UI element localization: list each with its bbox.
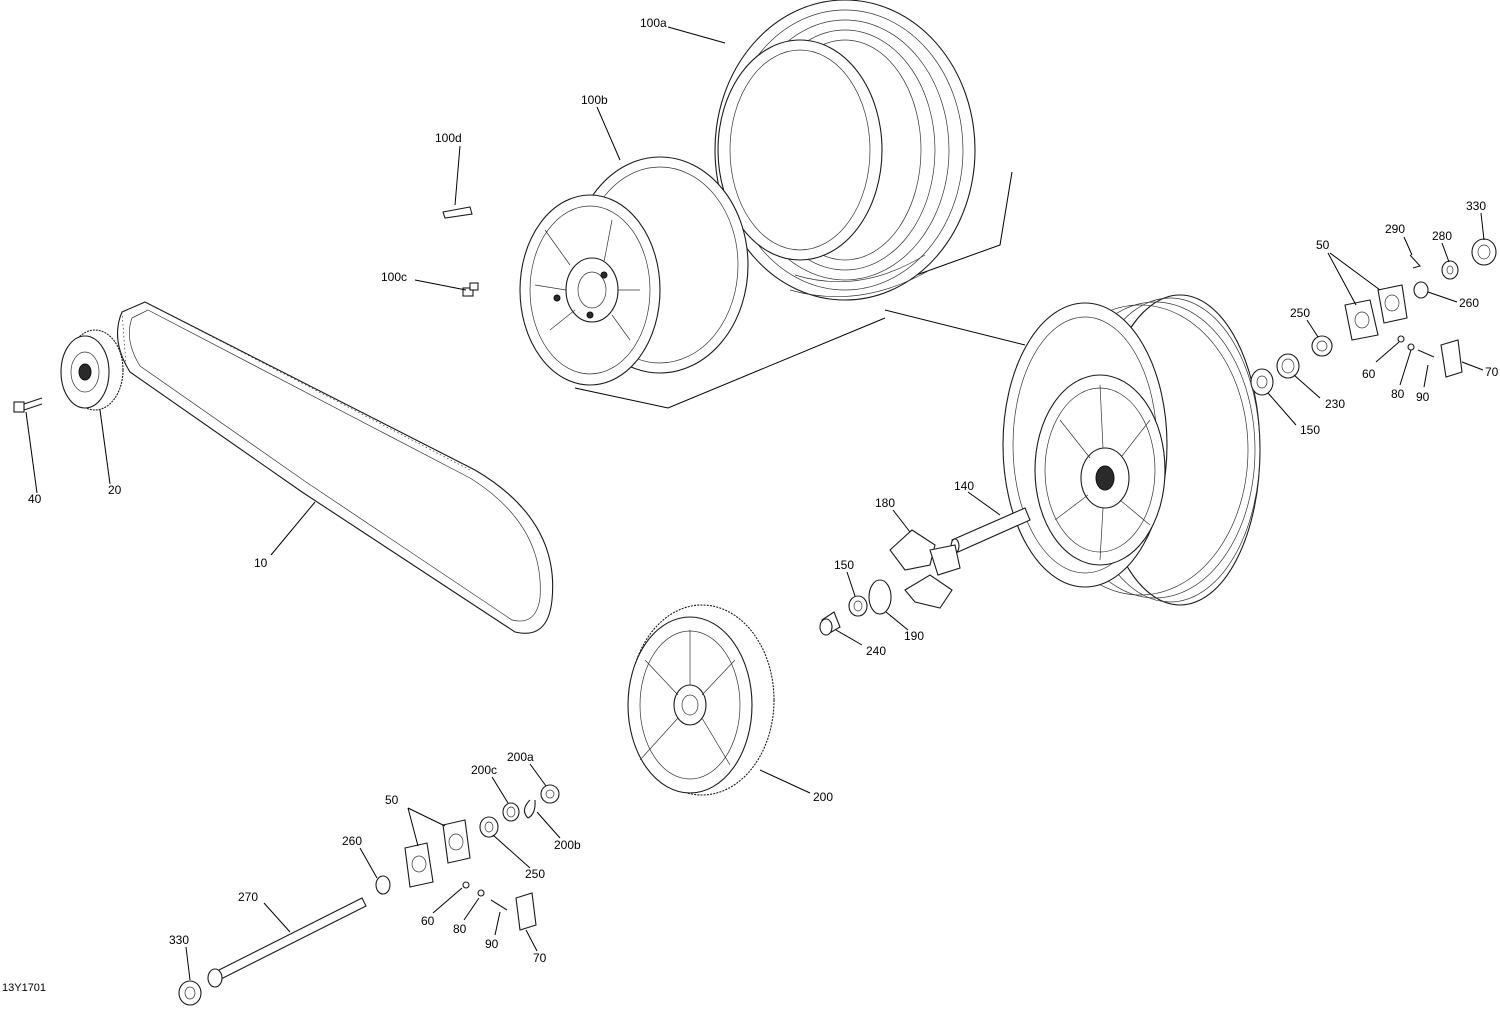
bearing-150-left [848, 595, 868, 617]
callout-90-right: 90 [1416, 390, 1430, 404]
valve-100d [442, 206, 473, 219]
ring-200c [502, 802, 520, 822]
callout-100c: 100c [381, 270, 407, 284]
spacer-250-left [479, 816, 499, 838]
callout-200a: 200a [507, 750, 534, 764]
screw-100c [462, 282, 479, 297]
small-parts-left [462, 881, 537, 931]
drawing-code: 13Y1701 [2, 982, 46, 994]
callout-330-left: 330 [169, 933, 189, 947]
callout-70-right: 70 [1485, 365, 1499, 379]
callout-40: 40 [28, 492, 42, 506]
callout-60-left: 60 [421, 914, 435, 928]
spacer-240 [819, 611, 841, 636]
bolt-40 [13, 397, 43, 413]
callout-150-left: 150 [834, 558, 854, 572]
callout-200c: 200c [471, 763, 497, 777]
washer-260-right [1413, 281, 1429, 299]
callout-90-left: 90 [485, 937, 499, 951]
callout-250-right: 250 [1290, 306, 1310, 320]
callout-100a: 100a [640, 16, 667, 30]
tire-100a [714, 0, 976, 301]
seal-230 [1276, 353, 1300, 379]
axle-270 [207, 897, 367, 988]
callout-60-right: 60 [1362, 367, 1376, 381]
drive-belt-10 [117, 301, 554, 634]
cap-330-left [178, 980, 202, 1006]
bearing-housing-50-right [1344, 284, 1408, 341]
spacer-200a [540, 784, 560, 804]
leader-lines [25, 26, 1485, 981]
sprocket-200 [627, 604, 775, 796]
callout-200b: 200b [554, 838, 581, 852]
callout-250-left: 250 [525, 867, 545, 881]
pin-290 [1409, 254, 1422, 269]
callout-10: 10 [254, 556, 268, 570]
callout-70-left: 70 [533, 951, 547, 965]
washer-260-left [375, 875, 391, 895]
callout-50-right: 50 [1316, 238, 1330, 252]
bearing-150-right [1250, 368, 1274, 396]
callout-140: 140 [954, 479, 974, 493]
circlip-200b [523, 799, 536, 819]
wheel-assembly-right [1002, 294, 1261, 606]
callout-180: 180 [875, 496, 895, 510]
callout-230: 230 [1325, 397, 1345, 411]
callout-280: 280 [1432, 229, 1452, 243]
callout-20: 20 [108, 483, 122, 497]
callout-260-left: 260 [342, 834, 362, 848]
callout-labels: 100a 100b 100d 100c 20 40 10 50 290 280 … [28, 16, 1499, 965]
callout-290: 290 [1385, 222, 1405, 236]
drive-pulley-20 [60, 329, 124, 411]
callout-330-right: 330 [1466, 199, 1486, 213]
callout-100b: 100b [581, 93, 608, 107]
callout-150-right: 150 [1300, 423, 1320, 437]
cap-330-right [1471, 238, 1497, 266]
callout-50-left: 50 [385, 793, 399, 807]
nut-280 [1441, 260, 1459, 280]
o-ring-190 [868, 579, 892, 615]
callout-100d: 100d [435, 131, 462, 145]
callout-270: 270 [238, 890, 258, 904]
damper-180 [889, 529, 961, 609]
small-parts-right [1397, 335, 1463, 378]
callout-80-right: 80 [1391, 387, 1405, 401]
callout-240: 240 [866, 644, 886, 658]
axle-tube-140 [950, 507, 1031, 554]
callout-80-left: 80 [453, 922, 467, 936]
rim-100b [519, 156, 749, 386]
callout-190: 190 [904, 629, 924, 643]
bearing-housing-50-left [404, 819, 471, 888]
callout-260-right: 260 [1459, 296, 1479, 310]
spacer-250-right [1311, 335, 1333, 357]
callout-200: 200 [813, 790, 833, 804]
